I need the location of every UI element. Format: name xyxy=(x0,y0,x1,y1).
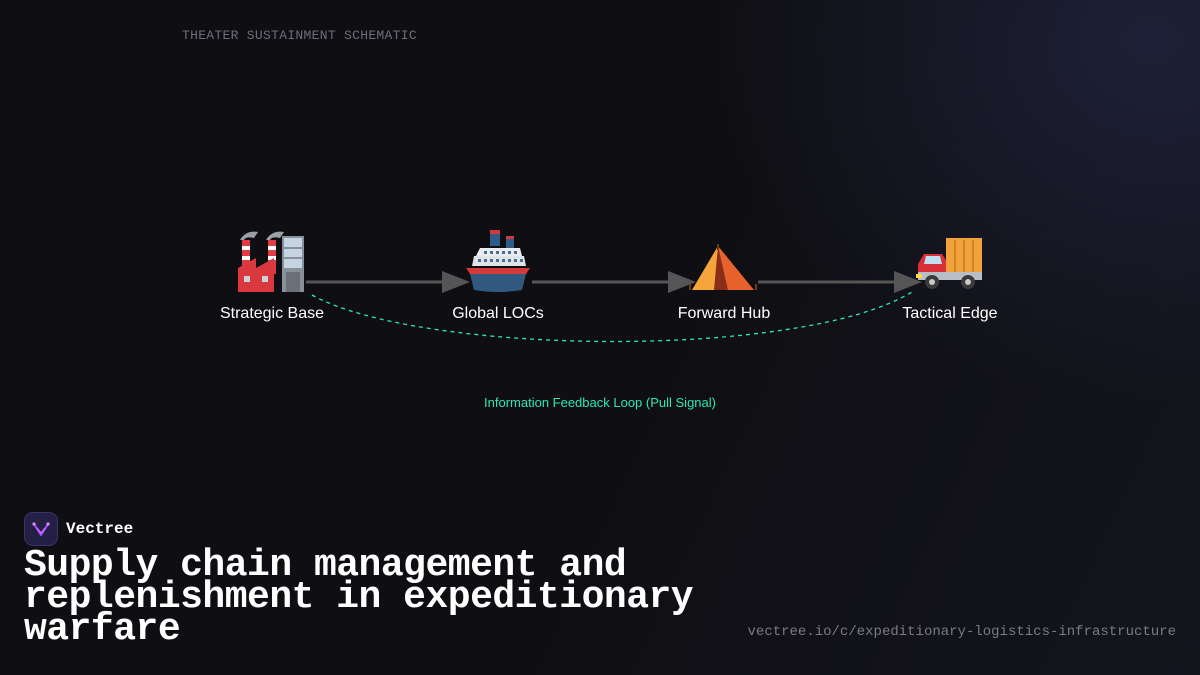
brand-name: Vectree xyxy=(66,520,134,538)
ship-icon xyxy=(398,225,598,297)
node-label: Forward Hub xyxy=(677,305,771,322)
feedback-loop-curve xyxy=(311,291,913,343)
tent-icon xyxy=(624,225,824,297)
vectree-logo-icon xyxy=(24,512,58,546)
flow-arrow-3 xyxy=(758,271,922,293)
factory-icon xyxy=(172,225,372,297)
feedback-loop-label: Information Feedback Loop (Pull Signal) xyxy=(484,395,716,410)
page-title: Supply chain management and replenishmen… xyxy=(24,544,694,651)
schematic-label: THEATER SUSTAINMENT SCHEMATIC xyxy=(182,28,417,43)
node-tactical-edge: Tactical Edge xyxy=(850,225,1050,323)
brand: Vectree xyxy=(24,512,133,546)
source-url: vectree.io/c/expeditionary-logistics-inf… xyxy=(747,624,1176,640)
node-label: Strategic Base xyxy=(219,305,325,322)
flow-arrow-2 xyxy=(532,271,696,293)
node-strategic-base: Strategic Base xyxy=(172,225,372,323)
node-label: Tactical Edge xyxy=(902,305,998,322)
node-forward-hub: Forward Hub xyxy=(624,225,824,323)
node-global-locs: Global LOCs xyxy=(398,225,598,323)
flow-arrow-1 xyxy=(306,271,470,293)
node-label: Global LOCs xyxy=(452,305,544,322)
truck-icon xyxy=(850,225,1050,297)
